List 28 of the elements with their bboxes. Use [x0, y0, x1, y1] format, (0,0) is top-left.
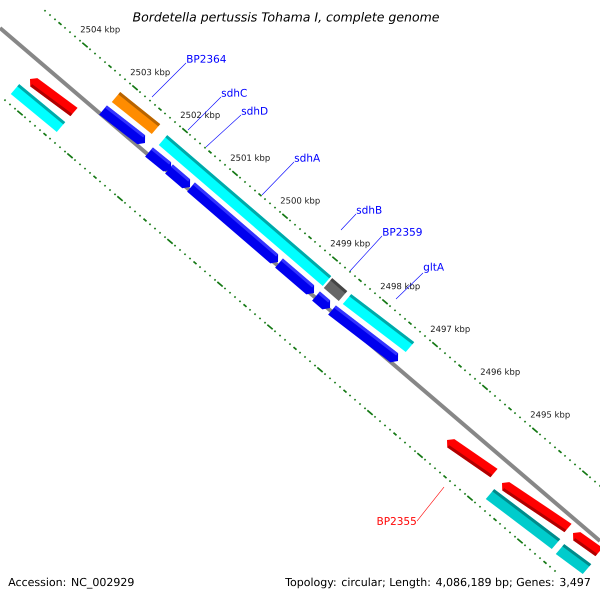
- tick-label: 2501 kbp: [230, 154, 270, 163]
- leader-line: [152, 62, 186, 98]
- gene-label: gltA: [424, 262, 444, 273]
- tick-label: 2499 kbp: [330, 240, 370, 248]
- gene-label: BP2359: [383, 228, 422, 236]
- gene-label: BP2364: [187, 54, 226, 63]
- tick-label: 2496 kbp: [480, 368, 520, 377]
- gene-label: sdhD: [242, 106, 268, 115]
- gene-label: sdhB: [356, 206, 382, 214]
- leader-line: [188, 96, 222, 130]
- gene-label: sdhC: [222, 88, 247, 97]
- gene-label: sdhA: [294, 154, 320, 162]
- tick-label: 2504 kbp: [80, 26, 120, 34]
- genome-info: Topology: circular; Length: 4,086,189 bp; Genes: 3,497: [285, 578, 590, 588]
- leader-line: [396, 272, 424, 300]
- tick-label: 2495 kbp: [530, 411, 570, 420]
- accession-label: Accession: NC_002929: [8, 578, 134, 589]
- tick-label: 2500 kbp: [280, 197, 320, 206]
- title: Bordetella pertussis Tohama I, complete genome: [132, 12, 439, 24]
- gene-label: BP2355: [378, 517, 416, 525]
- leader-line: [262, 162, 294, 196]
- leader-line: [206, 114, 242, 148]
- tick-label: 2503 kbp: [130, 68, 170, 77]
- leader-line: [340, 214, 356, 230]
- tick-label: 2502 kbp: [180, 111, 220, 120]
- leader-line: [416, 486, 444, 522]
- leader-line: [350, 236, 382, 272]
- tick-label: 2497 kbp: [430, 326, 470, 334]
